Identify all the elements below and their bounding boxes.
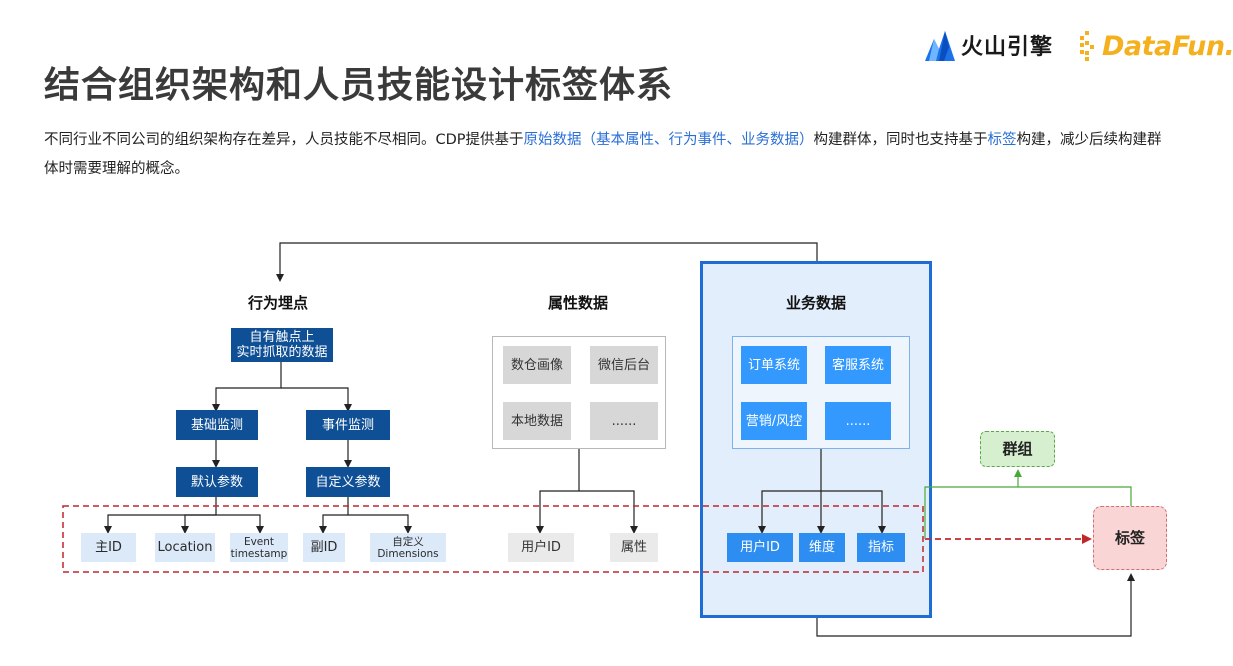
volcano-logo-icon — [925, 31, 955, 61]
datafun-logo-icon — [1080, 31, 1094, 61]
volcengine-logo-text: 火山引擎 — [961, 35, 1054, 60]
custom-params-box: 自定义参数 — [306, 467, 390, 497]
description-part: 构建，减少后续构建群体时需要理解的概念。 — [44, 132, 1162, 177]
description-part: 构建群体，同时也支持基于 — [813, 132, 988, 148]
group-box: 群组 — [980, 431, 1055, 467]
event-monitor-box: 事件监测 — [306, 410, 390, 440]
field-secondary-id: 副ID — [303, 533, 345, 562]
field-group-outline — [62, 505, 924, 573]
page-title: 结合组织架构和人员技能设计标签体系 — [44, 65, 674, 106]
datafun-logo-text: DataFun. — [1102, 30, 1233, 62]
volcengine-logo: 火山引擎 — [925, 28, 1053, 62]
attr-item-more: ...... — [590, 402, 658, 440]
biz-item-more: ...... — [825, 402, 891, 440]
field-main-id: 主ID — [81, 533, 136, 562]
loop-arrow-top — [276, 242, 818, 282]
business-title: 业务数据 — [786, 294, 847, 312]
field-custom-dimensions: 自定义 Dimensions — [370, 533, 446, 562]
datafun-logo: DataFun. — [1080, 26, 1233, 66]
description-highlight-raw-data: 原始数据（基本属性、行为事件、业务数据） — [523, 132, 814, 148]
default-params-box: 默认参数 — [176, 467, 258, 497]
biz-output-metric: 指标 — [857, 533, 905, 562]
biz-output-user-id: 用户ID — [727, 533, 793, 562]
biz-output-dimension: 维度 — [799, 533, 845, 562]
biz-item-service: 客服系统 — [825, 346, 891, 384]
attr-item-warehouse: 数仓画像 — [503, 346, 571, 384]
attr-item-local: 本地数据 — [503, 402, 571, 440]
biz-item-marketing: 营销/风控 — [741, 402, 807, 440]
loop-arrow-bottom — [816, 573, 1135, 637]
basic-monitor-box: 基础监测 — [176, 410, 258, 440]
tag-box: 标签 — [1093, 506, 1167, 570]
attr-item-wechat: 微信后台 — [590, 346, 658, 384]
behavior-title: 行为埋点 — [248, 294, 309, 312]
description-highlight-tag: 标签 — [987, 132, 1017, 148]
field-event-timestamp: Event timestamp — [230, 533, 288, 562]
attribute-title: 属性数据 — [548, 294, 609, 312]
biz-item-orders: 订单系统 — [741, 346, 807, 384]
description-text: 不同行业不同公司的组织架构存在差异，人员技能不尽相同。CDP提供基于原始数据（基… — [44, 126, 1164, 184]
attr-output-user-id: 用户ID — [508, 533, 574, 562]
description-part: 不同行业不同公司的组织架构存在差异，人员技能不尽相同。CDP提供基于 — [44, 132, 524, 148]
behavior-source-box: 自有触点上 实时抓取的数据 — [231, 328, 333, 362]
attr-output-property: 属性 — [610, 533, 658, 562]
field-location: Location — [155, 533, 215, 562]
